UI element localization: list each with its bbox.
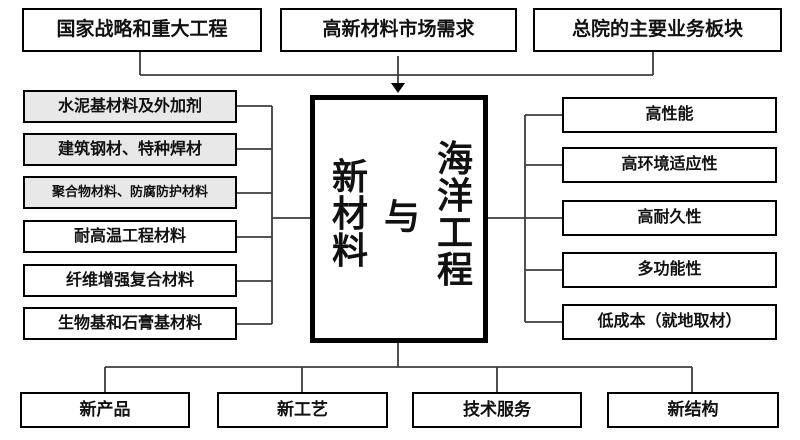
center-text-new-materials: 新材料 bbox=[331, 156, 368, 271]
output-box-new-products: 新产品 bbox=[20, 392, 190, 428]
material-box-fiber-composite: 纤维增强复合材料 bbox=[23, 264, 237, 297]
output-box-new-structures: 新结构 bbox=[607, 392, 779, 428]
material-box-bio-gypsum: 生物基和石膏基材料 bbox=[23, 307, 237, 340]
top-box-market-demand: 高新材料市场需求 bbox=[280, 8, 517, 52]
top-box-national-strategy: 国家战略和重大工程 bbox=[22, 8, 262, 52]
center-text-and: 与 bbox=[383, 196, 420, 237]
material-box-steel-welding: 建筑钢材、特种焊材 bbox=[23, 133, 237, 166]
property-box-multifunctionality: 多功能性 bbox=[562, 252, 777, 288]
property-box-low-cost: 低成本（就地取材） bbox=[562, 304, 777, 340]
arrow-down-icon bbox=[391, 83, 405, 93]
center-box-marine-engineering-and-new-materials: 海洋工程 与 新材料 bbox=[310, 95, 488, 343]
output-box-technical-services: 技术服务 bbox=[412, 392, 582, 428]
property-box-durability: 高耐久性 bbox=[562, 200, 777, 236]
material-box-polymer-anticorrosion: 聚合物材料、防腐防护材料 bbox=[23, 176, 237, 209]
material-box-cement: 水泥基材料及外加剂 bbox=[23, 90, 237, 123]
material-box-high-temperature: 耐高温工程材料 bbox=[23, 220, 237, 253]
output-box-new-processes: 新工艺 bbox=[217, 392, 388, 428]
center-text-marine-engineering: 海洋工程 bbox=[436, 138, 473, 290]
property-box-high-performance: 高性能 bbox=[562, 97, 777, 133]
top-box-business-sectors: 总院的主要业务板块 bbox=[533, 8, 782, 52]
property-box-environment-adaptability: 高环境适应性 bbox=[562, 147, 777, 183]
